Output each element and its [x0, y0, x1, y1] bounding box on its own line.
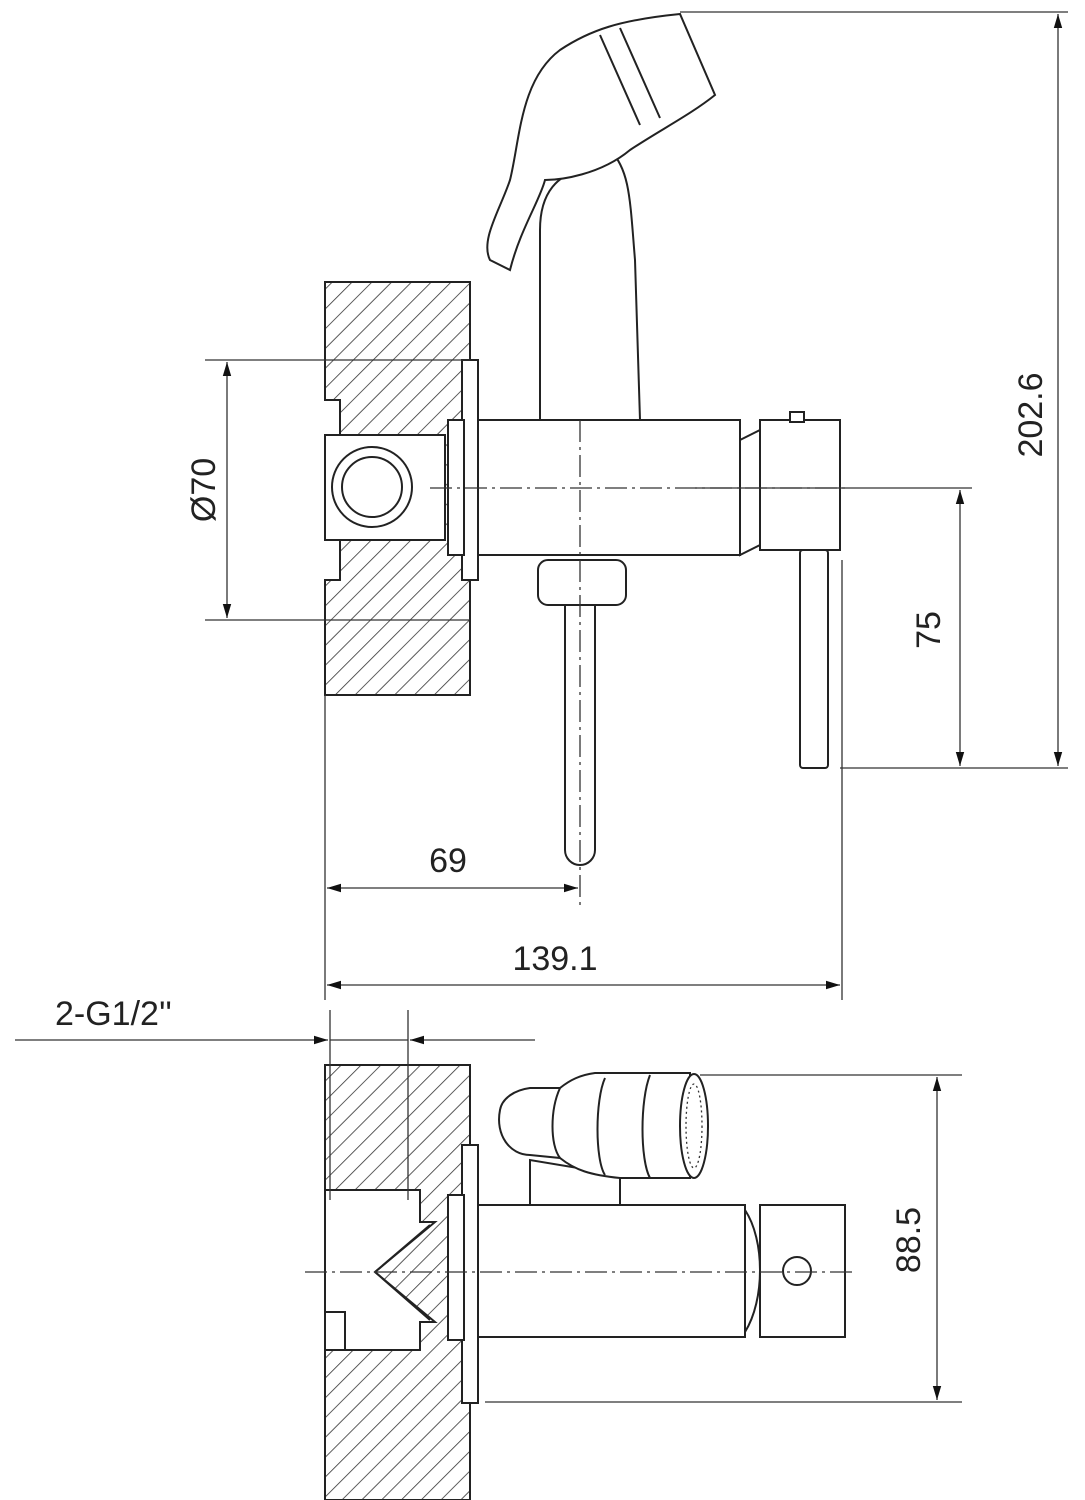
- hose-holder: [539, 148, 642, 421]
- outlet-nut: [537, 559, 627, 606]
- side-view: [324, 12, 850, 905]
- lever-handle-block: [759, 419, 841, 551]
- dim-total-height: 202.6: [1012, 372, 1050, 457]
- dim-thread: 2-G1/2'': [55, 995, 172, 1033]
- plan-view: [305, 1064, 852, 1500]
- dim-plan-width: 88.5: [890, 1207, 928, 1273]
- side-dimensions: Ø70 202.6 75 69 139.1: [185, 11, 1068, 1000]
- dim-outlet-offset: 69: [429, 842, 467, 880]
- dim-lever-height: 75: [910, 611, 948, 649]
- plan-dimensions: 2-G1/2'' 88.5: [15, 995, 962, 1403]
- plan-body: [477, 1204, 746, 1338]
- spray-handle: [486, 12, 717, 272]
- lever: [799, 549, 829, 769]
- inlet-connector: [331, 446, 413, 528]
- plan-lever-circle: [782, 1256, 812, 1286]
- plan-spray-head: [498, 1072, 691, 1179]
- outlet-pipe: [564, 604, 596, 866]
- dim-total-depth: 139.1: [512, 940, 597, 978]
- wall-section-hatched-plan: [324, 1064, 471, 1500]
- dim-diameter: Ø70: [185, 458, 223, 522]
